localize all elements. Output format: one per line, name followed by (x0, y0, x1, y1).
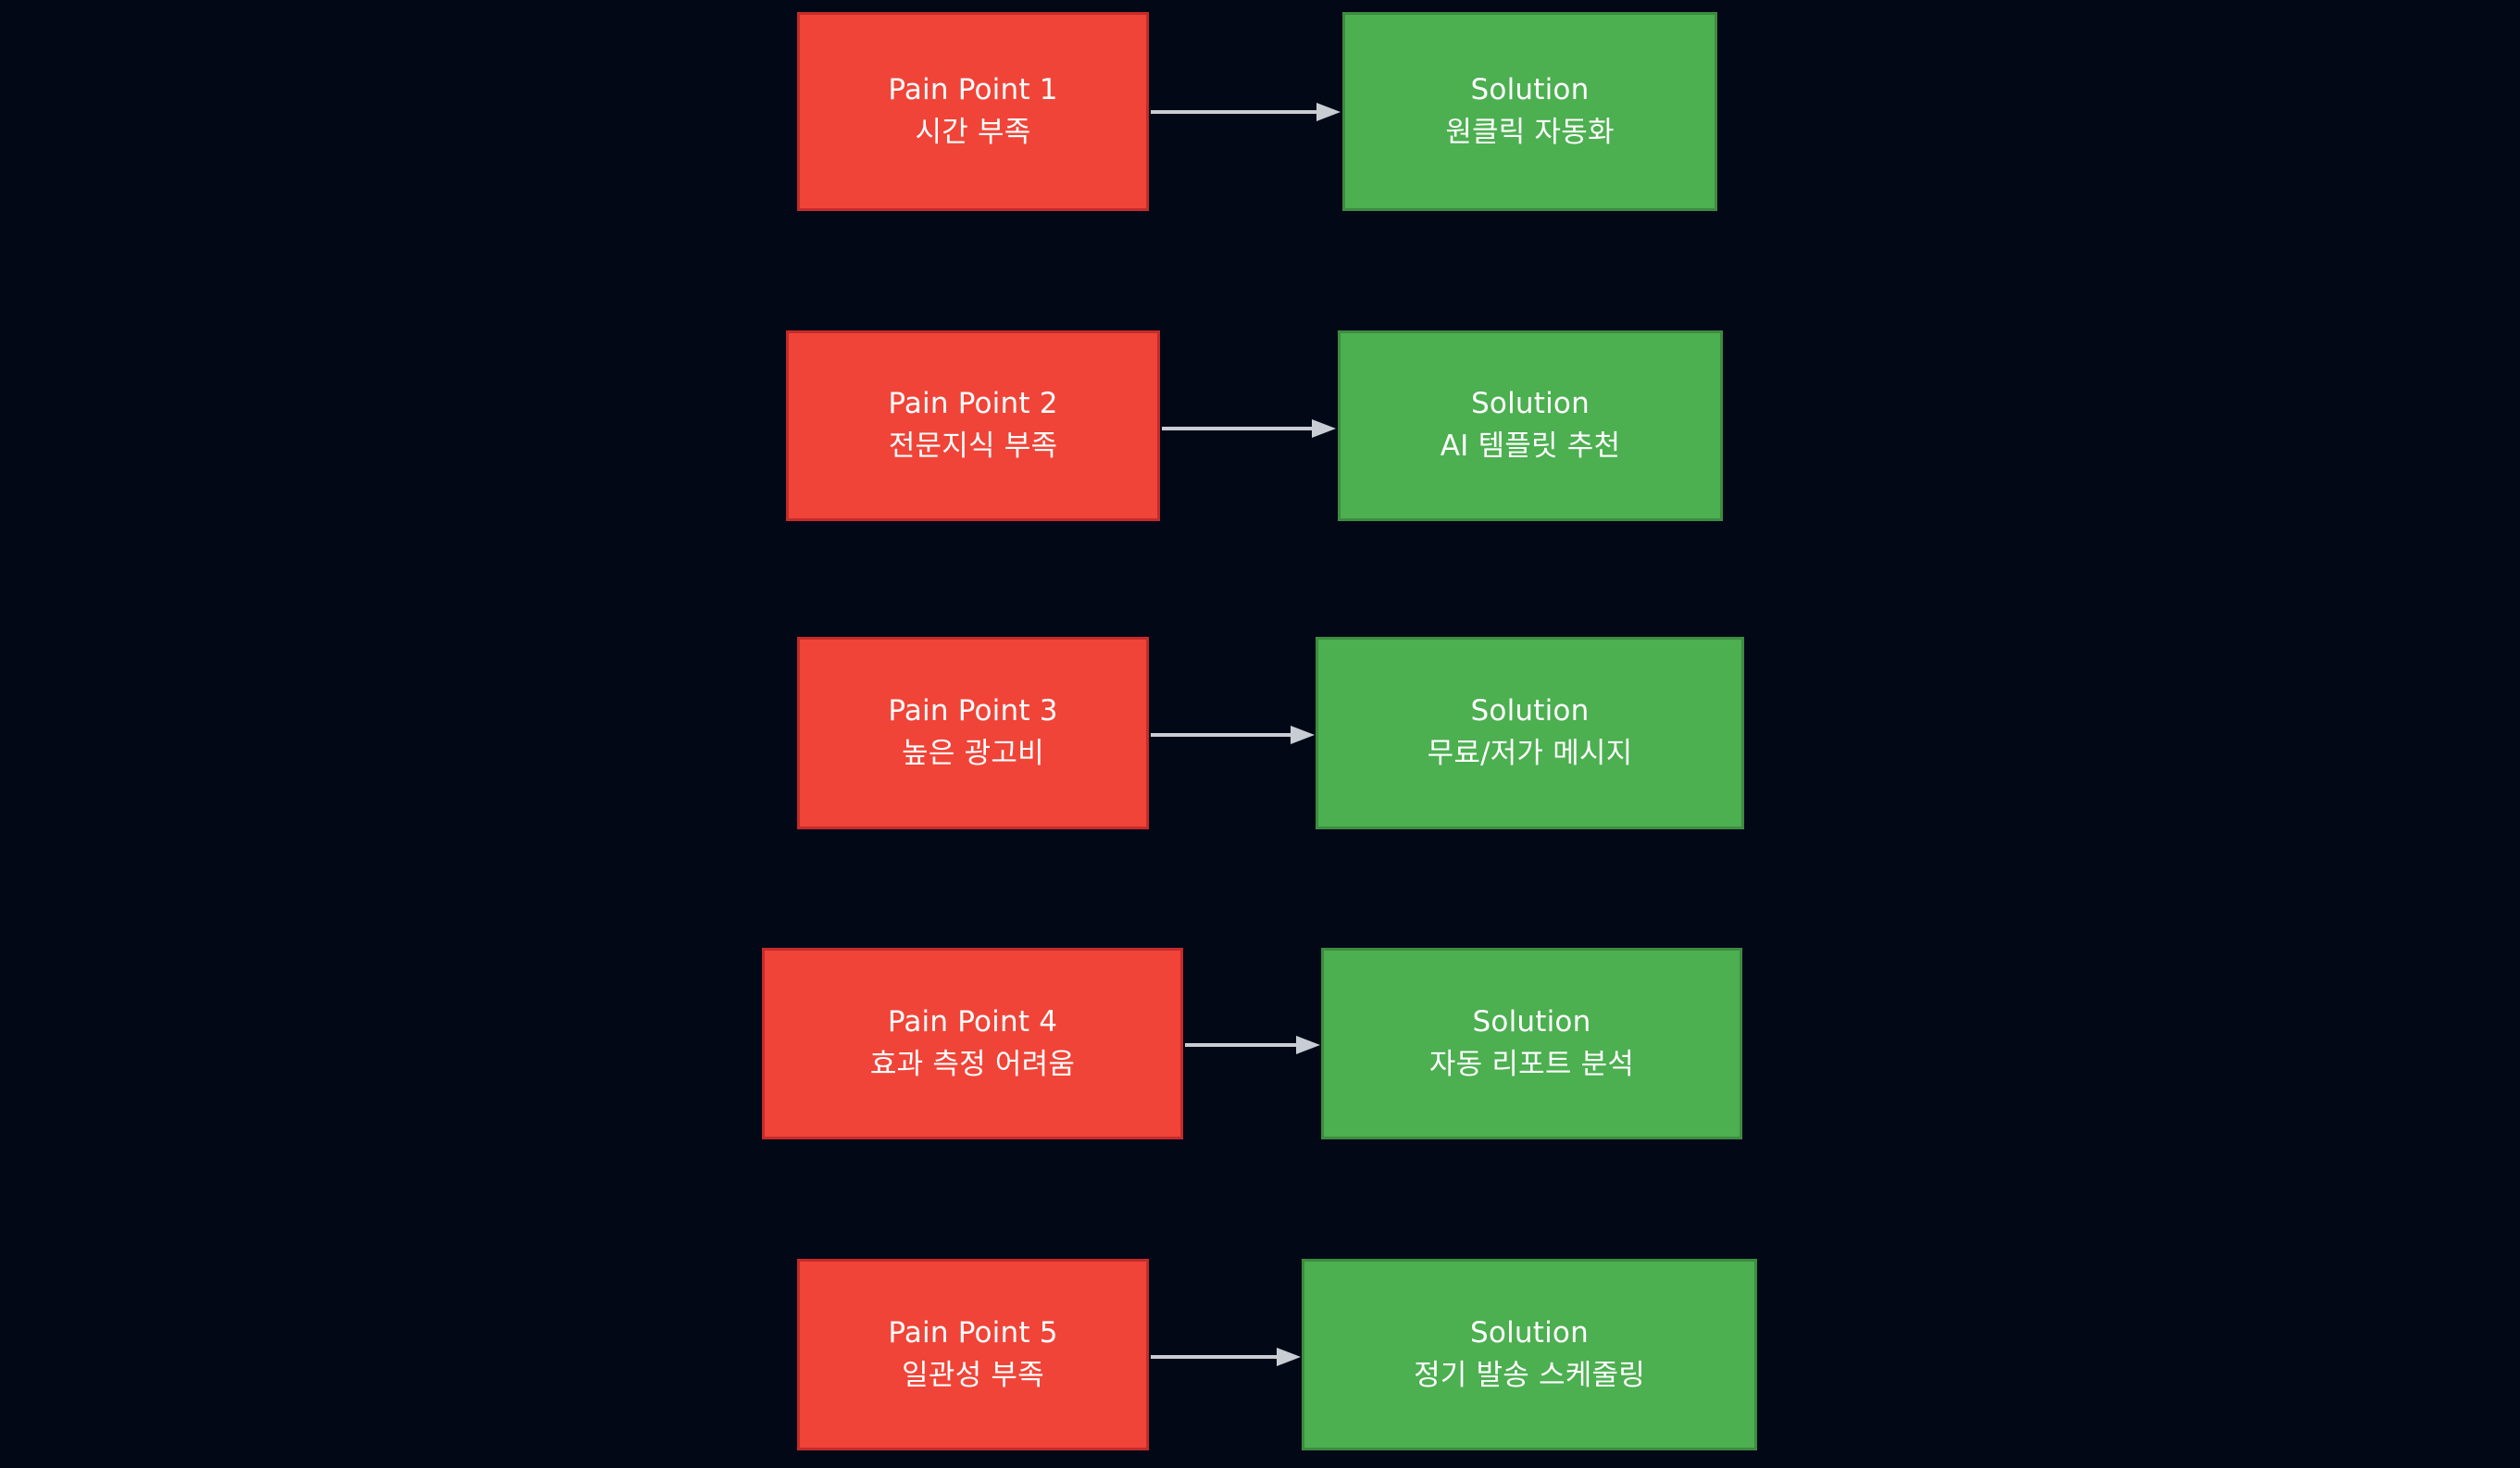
solution-node-3[interactable]: Solution 무료/저가 메시지 (1316, 637, 1744, 829)
pain-point-detail-3: 높은 광고비 (902, 737, 1044, 770)
pain-point-title-1: Pain Point 1 (888, 72, 1058, 106)
pain-point-node-5[interactable]: Pain Point 5 일관성 부족 (797, 1259, 1149, 1450)
pain-point-title-2: Pain Point 2 (888, 387, 1058, 421)
solution-title-1: Solution (1470, 72, 1590, 106)
solution-detail-3: 무료/저가 메시지 (1427, 737, 1633, 770)
connector-arrow-2 (1162, 418, 1336, 439)
connector-arrow-1 (1151, 102, 1341, 122)
pain-point-detail-2: 전문지식 부족 (888, 429, 1058, 463)
pain-point-node-2[interactable]: Pain Point 2 전문지식 부족 (786, 330, 1160, 521)
connector-arrow-3 (1151, 725, 1315, 745)
pain-point-title-5: Pain Point 5 (888, 1315, 1058, 1350)
pain-point-detail-4: 효과 측정 어려움 (869, 1047, 1076, 1081)
solution-title-5: Solution (1470, 1315, 1589, 1350)
solution-detail-1: 원클릭 자동화 (1445, 115, 1615, 149)
pain-point-node-1[interactable]: Pain Point 1 시간 부족 (797, 12, 1149, 211)
pain-point-detail-1: 시간 부족 (915, 115, 1031, 149)
pain-point-node-3[interactable]: Pain Point 3 높은 광고비 (797, 637, 1149, 829)
solution-node-5[interactable]: Solution 정기 발송 스케줄링 (1302, 1259, 1757, 1450)
connector-arrow-4 (1185, 1035, 1320, 1055)
pain-point-node-4[interactable]: Pain Point 4 효과 측정 어려움 (762, 948, 1183, 1139)
solution-detail-2: AI 템플릿 추천 (1440, 429, 1621, 463)
solution-node-4[interactable]: Solution 자동 리포트 분석 (1321, 948, 1742, 1139)
solution-detail-5: 정기 발송 스케줄링 (1414, 1358, 1645, 1392)
solution-title-4: Solution (1472, 1004, 1591, 1039)
solution-detail-4: 자동 리포트 분석 (1428, 1047, 1635, 1081)
pain-point-title-4: Pain Point 4 (887, 1004, 1058, 1039)
solution-node-1[interactable]: Solution 원클릭 자동화 (1342, 12, 1717, 211)
connector-arrow-5 (1151, 1347, 1301, 1367)
pain-point-title-3: Pain Point 3 (888, 694, 1058, 728)
solution-title-2: Solution (1471, 387, 1590, 421)
pain-point-detail-5: 일관성 부족 (902, 1358, 1044, 1392)
solution-node-2[interactable]: Solution AI 템플릿 추천 (1338, 330, 1723, 521)
solution-title-3: Solution (1470, 694, 1590, 728)
